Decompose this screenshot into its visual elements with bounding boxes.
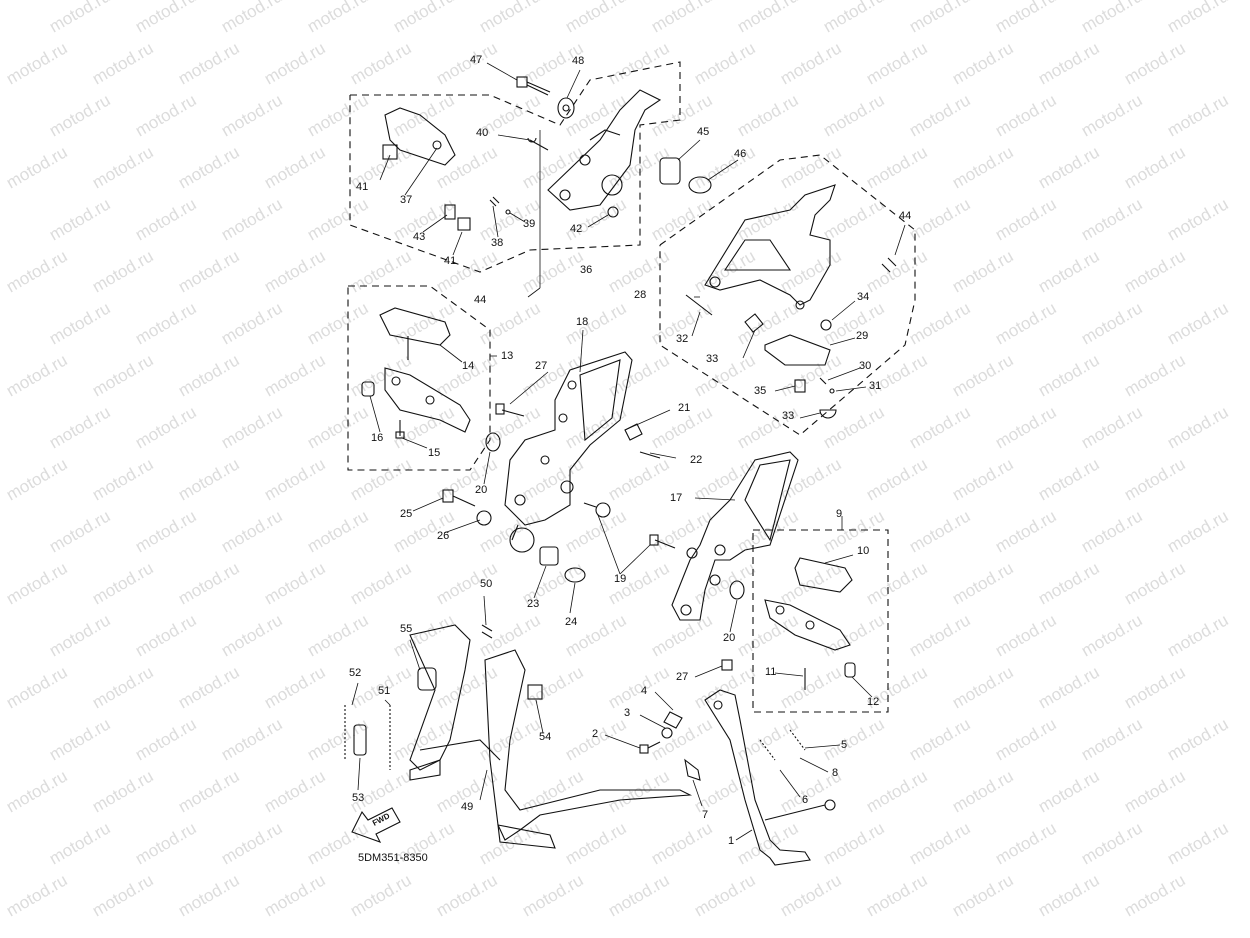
part-label-34: 34 <box>857 291 870 303</box>
part-label-9: 9 <box>836 508 843 520</box>
part-label-55: 55 <box>400 623 413 635</box>
part-label-39: 39 <box>523 218 536 230</box>
part-label-2: 2 <box>592 728 599 740</box>
part-label-6: 6 <box>802 794 809 806</box>
part-label-38: 38 <box>491 237 504 249</box>
part-label-53: 53 <box>352 792 365 804</box>
hardware-top <box>516 76 712 194</box>
group-9-outline <box>752 529 889 713</box>
part-label-37: 37 <box>400 194 413 206</box>
fwd-arrow <box>351 807 401 843</box>
diagram-code: 5DM351-8350 <box>358 852 428 864</box>
part-label-33-bottom: 33 <box>782 410 795 422</box>
part-label-40: 40 <box>476 127 489 139</box>
group-36-outline <box>349 61 681 273</box>
part-label-41-bottom: 41 <box>444 255 457 267</box>
part-label-46: 46 <box>734 148 747 160</box>
part-label-20-right: 20 <box>723 632 736 644</box>
footrest-right <box>764 557 856 690</box>
part-label-21: 21 <box>678 402 691 414</box>
part-label-47: 47 <box>470 54 483 66</box>
part-label-49: 49 <box>461 801 474 813</box>
part-label-17: 17 <box>670 492 683 504</box>
footrest-bracket-right <box>649 451 799 671</box>
part-label-36: 36 <box>580 264 593 276</box>
part-label-32: 32 <box>676 333 689 345</box>
part-label-29: 29 <box>856 330 869 342</box>
part-label-19: 19 <box>614 573 627 585</box>
part-label-8: 8 <box>832 767 839 779</box>
part-label-30: 30 <box>859 360 872 372</box>
part-label-24: 24 <box>565 616 578 628</box>
part-label-43: 43 <box>413 231 426 243</box>
footrest-bracket-left <box>442 351 661 583</box>
part-label-13: 13 <box>501 350 514 362</box>
part-label-3: 3 <box>624 707 631 719</box>
part-label-50: 50 <box>480 578 493 590</box>
part-label-10: 10 <box>857 545 870 557</box>
part-label-23: 23 <box>527 598 540 610</box>
side-stand <box>639 689 836 866</box>
part-label-7: 7 <box>702 809 709 821</box>
part-label-11: 11 <box>765 666 777 678</box>
rear-bracket-right <box>685 184 897 419</box>
rear-bracket-left <box>382 89 662 231</box>
part-label-44-right: 44 <box>899 210 912 222</box>
part-label-20-left: 20 <box>475 484 488 496</box>
part-label-26: 26 <box>437 530 450 542</box>
part-label-5: 5 <box>841 739 848 751</box>
part-label-14: 14 <box>462 360 475 372</box>
part-label-1: 1 <box>728 835 735 847</box>
part-label-16: 16 <box>371 432 384 444</box>
part-label-31: 31 <box>869 380 882 392</box>
part-label-15: 15 <box>428 447 441 459</box>
part-label-33-top: 33 <box>706 353 719 365</box>
part-label-42: 42 <box>570 223 583 235</box>
part-label-27-bottom: 27 <box>676 671 689 683</box>
leader-lines <box>351 62 906 841</box>
part-label-28: 28 <box>634 289 647 301</box>
part-label-12: 12 <box>867 696 880 708</box>
group-13-outline <box>347 285 491 471</box>
part-label-52: 52 <box>349 667 362 679</box>
part-label-54: 54 <box>539 731 552 743</box>
part-label-41-left: 41 <box>356 181 369 193</box>
part-label-22: 22 <box>690 454 703 466</box>
part-label-44-left: 44 <box>474 294 487 306</box>
part-label-27-top: 27 <box>535 360 548 372</box>
group-outlines <box>347 61 916 713</box>
part-label-18: 18 <box>576 316 589 328</box>
part-label-48: 48 <box>572 55 585 67</box>
part-label-25: 25 <box>400 508 413 520</box>
part-label-45: 45 <box>697 126 710 138</box>
group-28-outline <box>659 154 916 436</box>
main-stand <box>344 624 693 849</box>
part-label-51: 51 <box>378 685 391 697</box>
part-label-4: 4 <box>641 685 648 697</box>
footrest-left <box>361 307 471 439</box>
part-label-35: 35 <box>754 385 767 397</box>
